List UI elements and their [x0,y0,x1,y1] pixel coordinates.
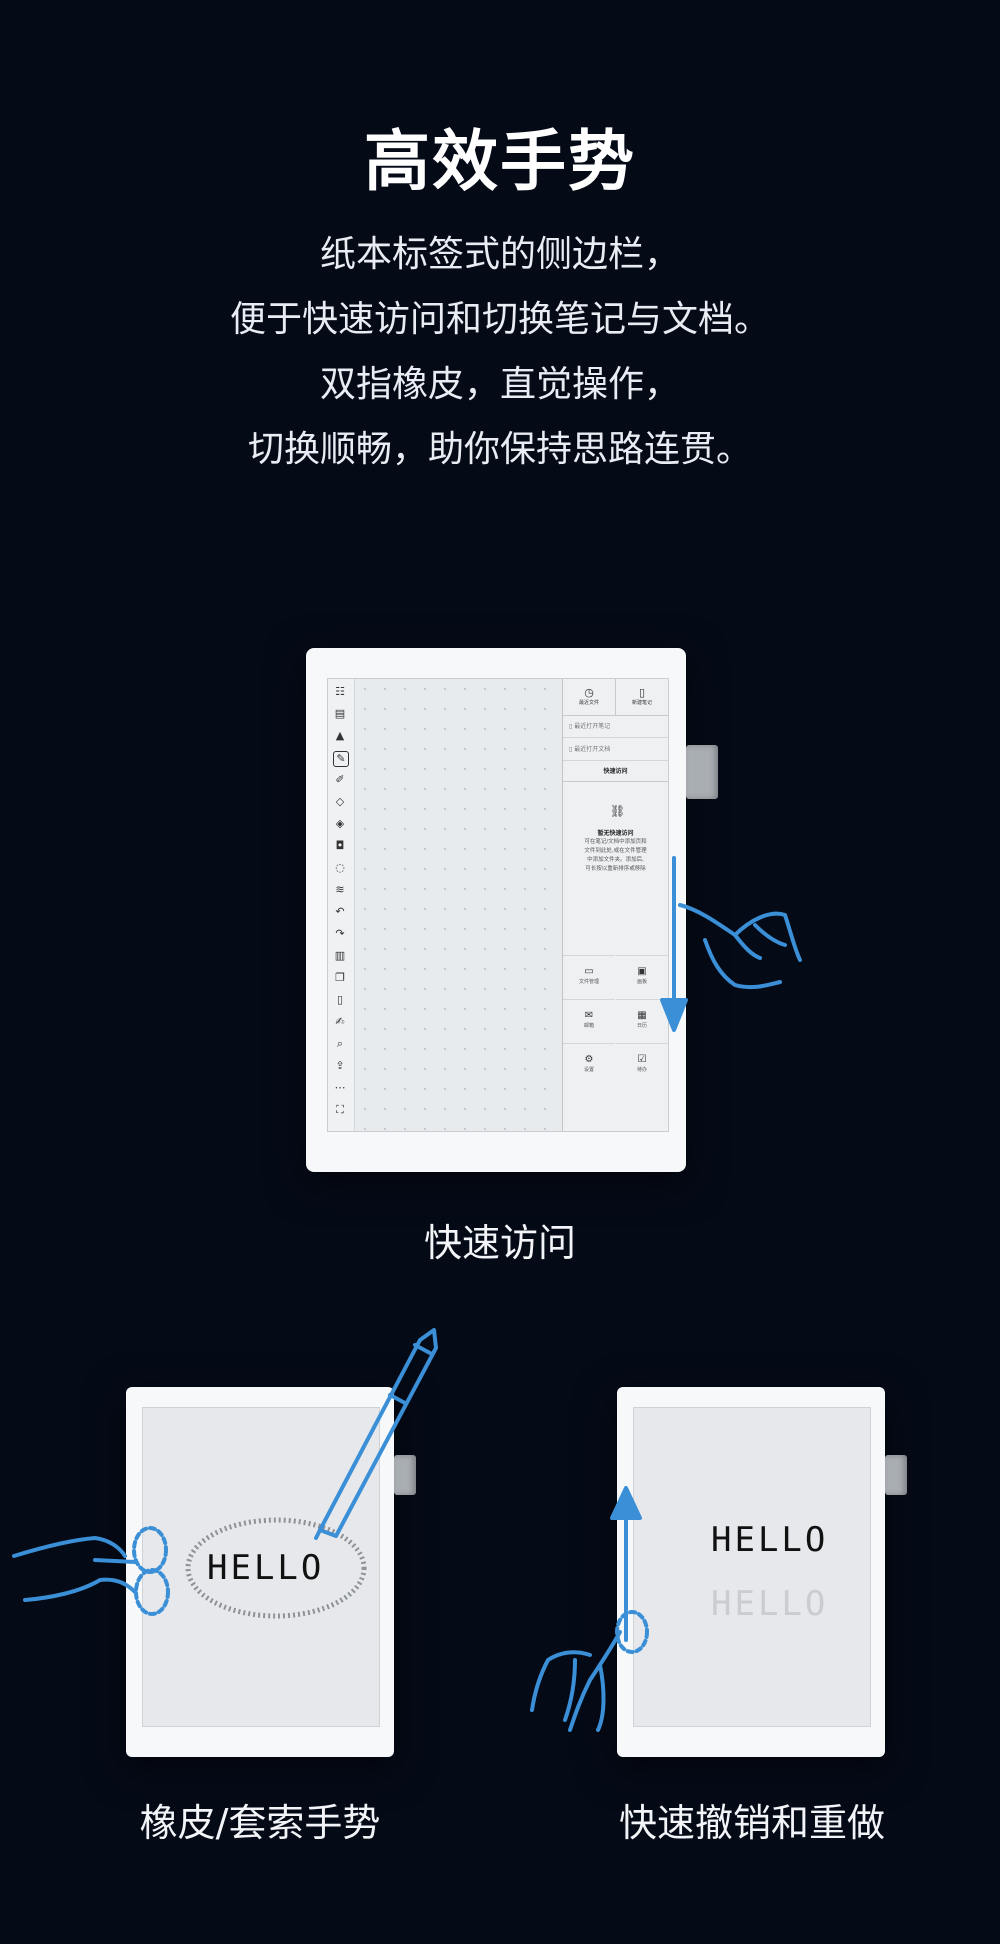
quick-access-caption: 快速访问 [423,1221,576,1265]
subtitle-line-2: 便于快速访问和切换笔记与文档。 [229,299,770,340]
folder-icon: ▭ [584,966,594,977]
mail-icon: ✉ [584,1010,594,1021]
copy-icon[interactable]: ❐ [335,971,345,984]
search-icon[interactable]: ⌕ [336,1037,344,1050]
eraser-device-clip [394,1455,416,1495]
undo-device: HELLO HELLO [617,1387,885,1757]
subtitle-line-1: 纸本标签式的侧边栏， [319,234,680,275]
hello-text: HELLO [207,1548,325,1588]
last-doc-item[interactable]: ▯ 最近打开文档 [563,739,668,761]
settings-icon: ⚙ [584,1054,594,1065]
device-toolbar: ☷ ▤ ▲ ✎ ✐ ◇ ◈ ◘ ◌ ≋ ↶ ↷ ▥ ❐ ▯ ✍ ⌕ ⇪ ⋯ ⛶ [328,679,355,1131]
eraser-icon[interactable]: ◇ [335,795,345,808]
fullscreen-icon[interactable]: ⛶ [336,1103,344,1116]
redo-icon[interactable]: ↷ [335,927,345,940]
two-finger-hand-icon [12,1526,170,1616]
undo-icon[interactable]: ↶ [335,905,345,918]
note-canvas[interactable] [355,679,555,1131]
stylus-icon [314,1328,438,1540]
more-icon[interactable]: ⋯ [334,1081,346,1094]
undo-device-clip [885,1455,907,1495]
calendar-icon: ▦ [637,1010,647,1021]
subtitle: 纸本标签式的侧边栏， 便于快速访问和切换笔记与文档。 双指橡皮，直觉操作， 切换… [0,222,1000,482]
highlighter-icon[interactable]: ✐ [335,773,345,786]
page-title: 高效手势 [364,123,636,200]
shape-icon[interactable]: ◈ [335,817,345,830]
quick-access-device: ☷ ▤ ▲ ✎ ✐ ◇ ◈ ◘ ◌ ≋ ↶ ↷ ▥ ❐ ▯ ✍ ⌕ ⇪ ⋯ ⛶ … [306,648,686,1172]
hello-text-ghost: HELLO [711,1584,829,1624]
pen-icon[interactable]: ✎ [333,751,349,767]
subtitle-line-3: 双指橡皮，直觉操作， [319,364,680,405]
device-screen: ☷ ▤ ▲ ✎ ✐ ◇ ◈ ◘ ◌ ≋ ↶ ↷ ▥ ❐ ▯ ✍ ⌕ ⇪ ⋯ ⛶ … [327,678,669,1132]
subtitle-line-4: 切换顺畅，助你保持思路连贯。 [247,429,752,470]
file-manager-button[interactable]: ▭ 文件管理 [563,955,615,1000]
undo-caption: 快速撤销和重做 [618,1801,885,1845]
page-icon[interactable]: ▤ [334,707,346,720]
template-icon[interactable]: ▥ [334,949,346,962]
quick-access-heading: 快速访问 [563,763,668,782]
undo-screen[interactable]: HELLO HELLO [633,1407,871,1727]
todo-icon: ☑ [637,1054,647,1065]
layout-icon[interactable]: ☷ [335,685,345,698]
edit-icon[interactable]: ✍ [335,1015,345,1028]
mail-button[interactable]: ✉ 邮箱 [563,999,615,1044]
image-icon: ▣ [637,966,647,977]
empty-state: 暂无快速访问 可在笔记/文档中添加页和 文件到此处,或在文件管理 中添加文件夹。… [584,830,647,872]
lasso-selection [185,1517,367,1619]
last-note-item[interactable]: ▯ 最近打开笔记 [563,716,668,738]
quick-access-panel: ◷ 最近文件 ▯ 新建笔记 ▯ 最近打开笔记 ▯ 最近打开文档 快速访问 ⛓ 暂… [562,679,668,1131]
recent-files-button[interactable]: ◷ 最近文件 [563,679,616,716]
layers-icon[interactable]: ≋ [335,883,345,896]
hello-text-redo: HELLO [711,1520,829,1560]
brush-icon[interactable]: ▲ [335,729,345,742]
todo-button[interactable]: ☑ 待办 [616,1043,668,1088]
calendar-button[interactable]: ▦ 日历 [616,999,668,1044]
doc-icon[interactable]: ▯ [336,993,344,1006]
new-note-icon: ▯ [638,686,646,699]
link-icon: ⛓ [610,804,626,818]
clock-icon: ◷ [584,686,594,699]
camera-icon[interactable]: ◘ [335,839,345,852]
share-icon[interactable]: ⇪ [335,1059,345,1072]
lasso-icon[interactable]: ◌ [335,861,345,874]
drawing-board-button[interactable]: ▣ 画板 [616,955,668,1000]
eraser-caption: 橡皮/套索手势 [139,1801,381,1845]
new-note-button[interactable]: ▯ 新建笔记 [616,679,668,716]
pen-clip [686,745,718,799]
settings-button[interactable]: ⚙ 设置 [563,1043,615,1088]
